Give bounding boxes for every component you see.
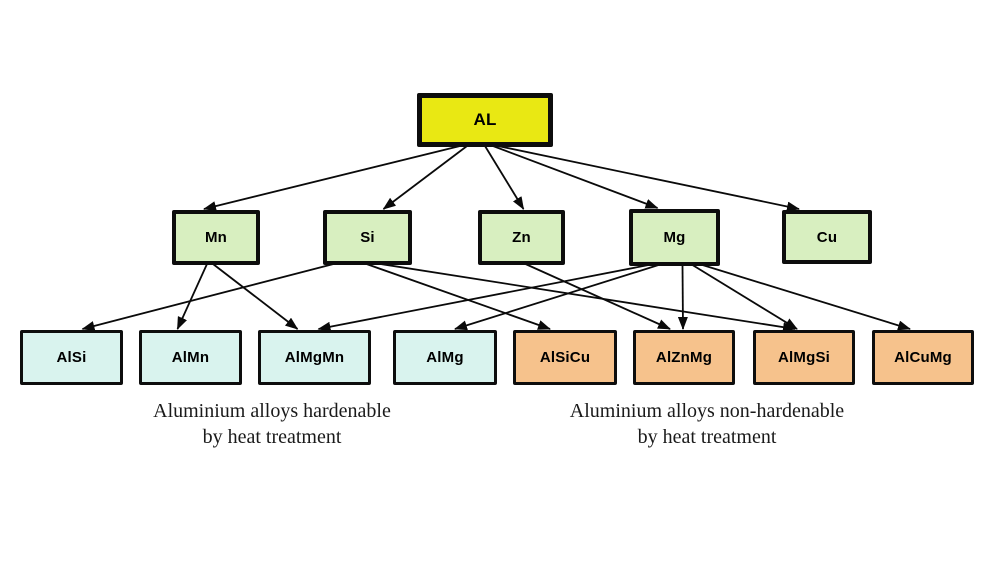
- edge-si-alsicu: [366, 263, 551, 330]
- edge-mg-almg: [454, 264, 659, 331]
- edge-mg-alznmg: [677, 264, 688, 330]
- node-alsicu: AlSiCu: [513, 330, 617, 385]
- node-alsi: AlSi: [20, 330, 123, 385]
- edge-mn-almn: [176, 263, 208, 330]
- edge-mg-alcumg: [702, 264, 911, 331]
- caption-line-1: Aluminium alloys non-hardenable: [569, 400, 845, 422]
- edge-al-si: [382, 145, 468, 210]
- node-mn: Mn: [172, 210, 260, 265]
- node-alcumg: AlCuMg: [872, 330, 974, 385]
- node-almg: AlMg: [393, 330, 497, 385]
- caption-non-hardenable-group: Aluminium alloys non-hardenable by heat …: [507, 398, 907, 450]
- edge-zn-alznmg: [525, 263, 671, 330]
- edge-mn-almgmn: [212, 263, 299, 330]
- node-almgsi: AlMgSi: [753, 330, 855, 385]
- node-cu: Cu: [782, 210, 872, 264]
- node-mg: Mg: [629, 209, 720, 266]
- edge-al-mg: [492, 145, 659, 209]
- edge-si-almgsi: [380, 263, 796, 333]
- node-zn: Zn: [478, 210, 565, 265]
- caption-line-1: Aluminium alloys hardenable: [153, 400, 391, 422]
- edge-mg-almgsi: [692, 264, 798, 330]
- caption-line-2: by heat treatment: [637, 426, 777, 448]
- node-almn: AlMn: [139, 330, 242, 385]
- caption-line-2: by heat treatment: [202, 426, 342, 448]
- node-almgmn: AlMgMn: [258, 330, 371, 385]
- edge-al-cu: [497, 145, 800, 212]
- caption-hardenable-group: Aluminium alloys hardenable by heat trea…: [102, 398, 442, 450]
- edge-si-alsi: [81, 263, 334, 331]
- edge-al-mn: [203, 145, 461, 211]
- edge-al-zn: [484, 145, 525, 210]
- edge-mg-almgmn: [317, 264, 649, 332]
- node-alznmg: AlZnMg: [633, 330, 735, 385]
- node-al: AL: [417, 93, 553, 147]
- node-si: Si: [323, 210, 412, 265]
